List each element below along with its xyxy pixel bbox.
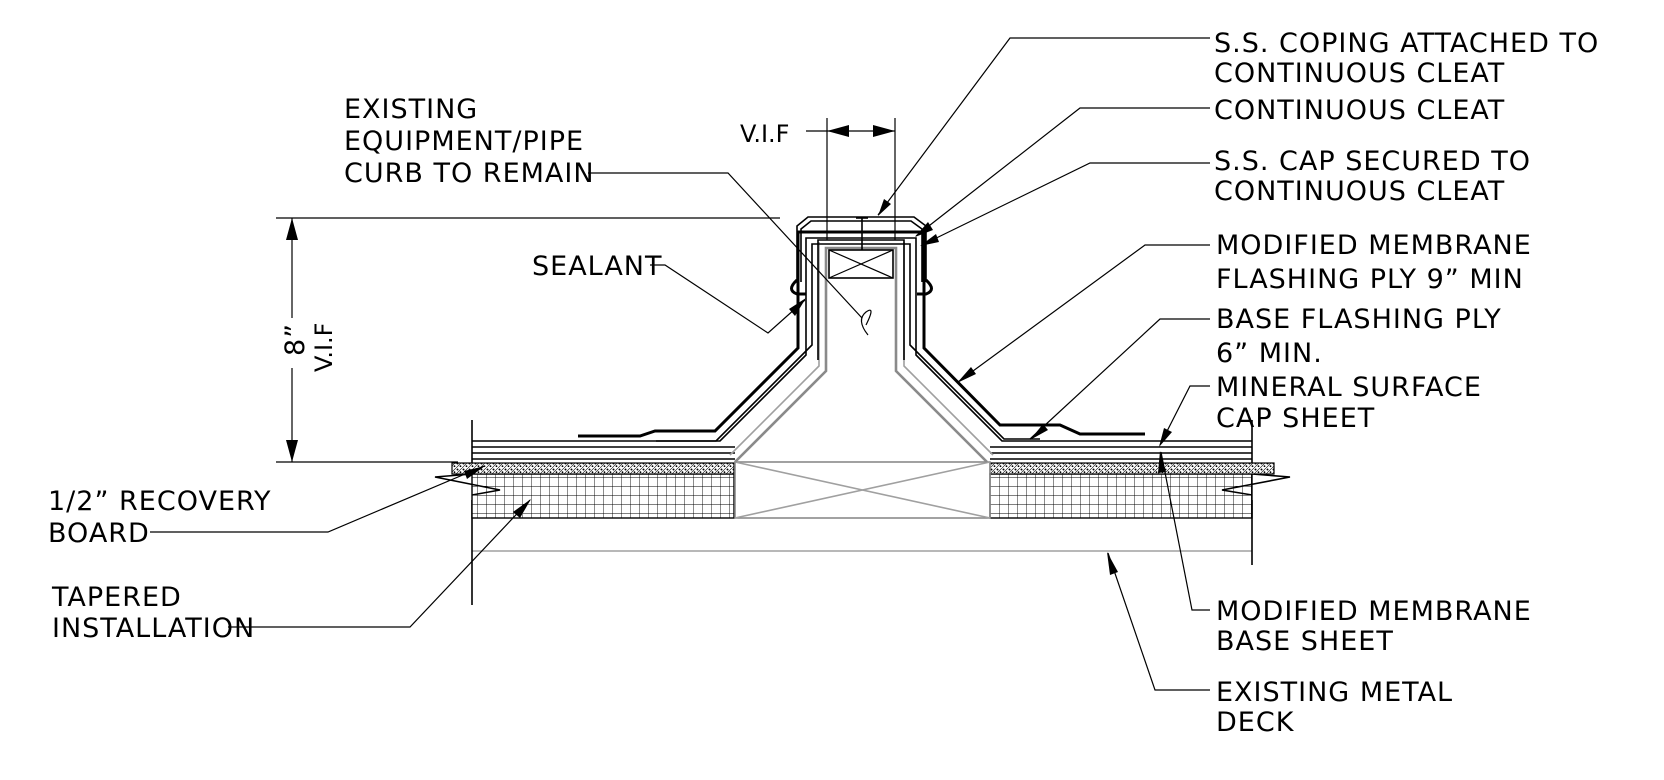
label-tapered-1: TAPERED — [51, 582, 182, 613]
dim-arrow-down — [286, 440, 298, 462]
coping-outer — [796, 216, 927, 282]
leader-base-flashing — [1029, 318, 1210, 440]
roof-assembly — [434, 420, 1291, 605]
leader-deck-arrow — [1107, 552, 1118, 575]
label-cap-1: S.S. CAP SECURED TO — [1214, 146, 1531, 177]
leader-recovery-arrow — [464, 466, 485, 479]
break-mark-right — [1221, 473, 1291, 496]
vif-arrow-right — [873, 125, 895, 137]
right-labels: S.S. COPING ATTACHED TO CONTINUOUS CLEAT… — [1214, 28, 1599, 738]
leader-coping-arrow — [878, 199, 891, 216]
curb-wood-outline — [734, 246, 988, 463]
base-flashing-ply — [656, 243, 1040, 442]
leader-tapered-arrow — [513, 499, 531, 518]
leader-mineral-arrow — [1159, 428, 1172, 447]
dim-arrow-up — [286, 218, 298, 240]
vif-arrow-left — [827, 125, 849, 137]
tapered-insulation-left — [471, 473, 735, 519]
base-ply-inner — [817, 239, 905, 360]
leader-flashing-arrow — [957, 367, 976, 383]
wood-blocking-box — [734, 461, 991, 519]
label-flashing-2: FLASHING PLY 9” MIN — [1216, 264, 1524, 295]
label-deck-1: EXISTING METAL — [1216, 677, 1453, 708]
coping-inner — [800, 220, 923, 282]
label-recovery-1: 1/2” RECOVERY — [48, 486, 272, 517]
curb-wood-inner-left — [729, 242, 820, 456]
leader-cleat-arrow — [915, 222, 933, 237]
flashing-ply-outer — [472, 237, 1252, 442]
leader-coping — [877, 37, 1210, 216]
label-tapered-2: INSTALLATION — [52, 613, 255, 644]
label-mineral-1: MINERAL SURFACE — [1216, 372, 1482, 403]
label-base-sheet-1: MODIFIED MEMBRANE — [1216, 596, 1532, 627]
nailer-x2 — [828, 249, 894, 279]
recovery-board-left — [451, 462, 735, 475]
leader-cap — [921, 162, 1210, 246]
leader-sealant — [650, 264, 806, 334]
break-mark-left — [434, 473, 501, 496]
label-coping-2: CONTINUOUS CLEAT — [1214, 58, 1505, 89]
label-flashing-1: MODIFIED MEMBRANE — [1216, 230, 1532, 261]
label-existing-2: EQUIPMENT/PIPE — [344, 126, 584, 157]
wood-blocking-x2 — [734, 461, 991, 519]
leader-base-sheet-arrow — [1158, 451, 1166, 473]
leader-existing — [588, 172, 863, 319]
label-sealant: SEALANT — [532, 251, 663, 282]
leader-recovery — [150, 465, 485, 533]
label-existing-1: EXISTING — [344, 94, 478, 125]
label-base-flashing-1: BASE FLASHING PLY — [1216, 304, 1502, 335]
label-deck-2: DECK — [1216, 707, 1295, 738]
left-labels: EXISTING EQUIPMENT/PIPE CURB TO REMAIN S… — [48, 94, 663, 644]
dim-label-bg — [278, 318, 338, 368]
label-existing-3: CURB TO REMAIN — [344, 158, 595, 189]
dim-vif-label: V.I.F — [310, 323, 338, 372]
label-cleat: CONTINUOUS CLEAT — [1214, 95, 1505, 126]
coping-drip-right — [917, 278, 933, 296]
leader-cap-arrow — [920, 234, 939, 246]
label-mineral-2: CAP SHEET — [1216, 403, 1375, 434]
label-recovery-2: BOARD — [48, 518, 150, 549]
dim-height-label: 8” — [280, 323, 311, 356]
leader-mineral — [1159, 385, 1210, 446]
coping-drip-left — [790, 278, 806, 296]
label-base-sheet-2: BASE SHEET — [1216, 626, 1394, 657]
leader-tapered — [228, 499, 531, 628]
leader-sealant-arrow — [789, 298, 806, 316]
dimensions: 8” V.I.F V.I.F — [276, 118, 896, 463]
curb — [472, 216, 1252, 463]
label-cap-2: CONTINUOUS CLEAT — [1214, 176, 1505, 207]
leader-deck — [1107, 552, 1210, 691]
pipe-break-mark — [860, 309, 872, 336]
leader-flashing — [957, 244, 1210, 383]
leader-base-flashing-arrow — [1030, 424, 1048, 440]
vif-top-label: V.I.F — [740, 120, 789, 148]
leader-cleat — [915, 107, 1210, 237]
label-base-flashing-2: 6” MIN. — [1216, 338, 1323, 369]
tapered-insulation-right — [989, 473, 1253, 519]
recovery-board-right — [989, 462, 1275, 475]
leaders — [150, 37, 1210, 691]
label-coping-1: S.S. COPING ATTACHED TO — [1214, 28, 1599, 59]
leader-base-sheet — [1160, 451, 1210, 611]
